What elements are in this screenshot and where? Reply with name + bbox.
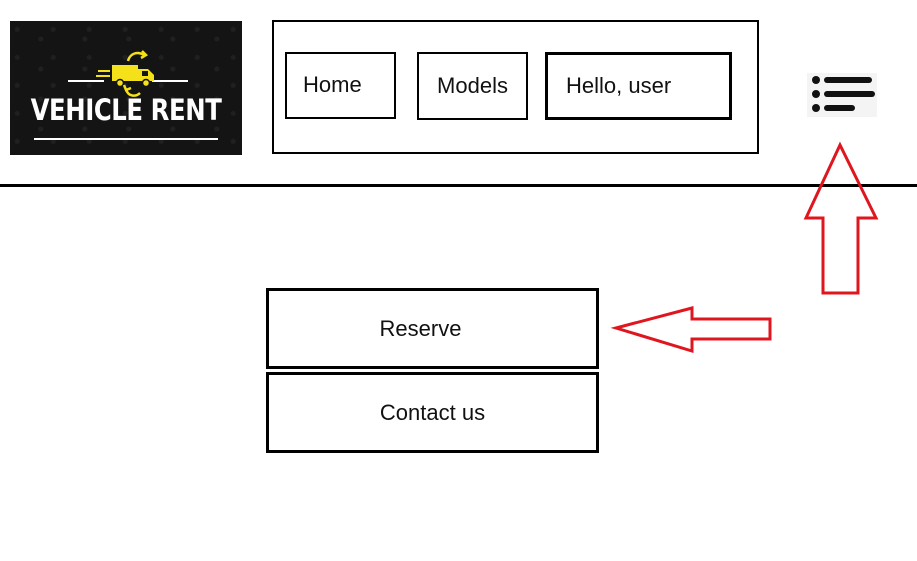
nav-models-button[interactable]: Models — [417, 52, 528, 120]
site-logo[interactable]: VEHICLE RENT — [10, 21, 242, 155]
nav-home-button[interactable]: Home — [285, 52, 396, 119]
logo-underline — [34, 138, 218, 140]
hamburger-menu-icon[interactable] — [807, 73, 877, 117]
menu-icon-bar — [824, 91, 875, 97]
reserve-button[interactable]: Reserve — [266, 288, 599, 369]
logo-text: VEHICLE RENT — [30, 93, 222, 127]
nav-user-greeting-button[interactable]: Hello, user — [545, 52, 732, 120]
menu-icon-bar — [824, 105, 855, 111]
menu-icon-dot — [812, 90, 820, 98]
main-nav: Home Models Hello, user — [272, 20, 759, 154]
delivery-truck-icon — [68, 50, 188, 97]
menu-icon-dot — [812, 76, 820, 84]
up-arrow-annotation — [803, 141, 879, 295]
menu-icon-dot — [812, 104, 820, 112]
menu-icon-bar — [824, 77, 872, 83]
contact-us-button[interactable]: Contact us — [266, 372, 599, 453]
left-arrow-annotation — [610, 306, 772, 354]
header-divider — [0, 184, 917, 187]
